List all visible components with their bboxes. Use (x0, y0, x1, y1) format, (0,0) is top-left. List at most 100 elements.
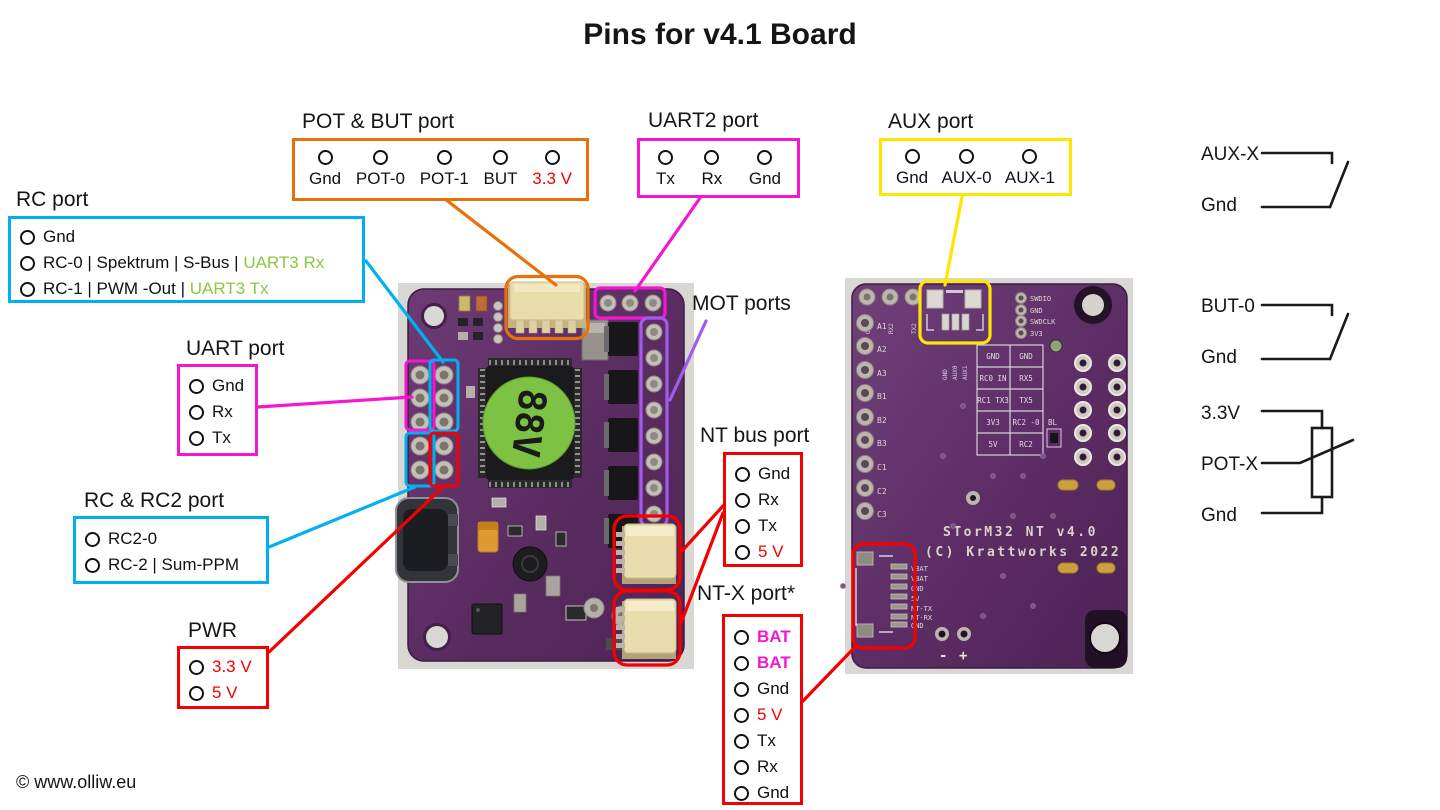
rc-port-box: Gnd RC-0 | Spektrum | S-Bus | UART3 Rx R… (8, 216, 365, 303)
pin-label: AUX-1 (1004, 168, 1055, 187)
pin-circle (735, 466, 750, 482)
pin: Gnd (309, 150, 341, 194)
silk-label: RC1 TX3 (977, 396, 1009, 405)
but-switch-top-wire (1260, 303, 1334, 317)
silk-label: C1 (877, 463, 887, 472)
silk-label: B2 (877, 416, 887, 425)
pin-circle (189, 378, 204, 394)
pin-label: RC-1 | PWM -Out | UART3 Tx (43, 276, 268, 302)
pwr-port-box: 3.3 V 5 V (177, 646, 269, 709)
pin-label: Tx (212, 428, 231, 447)
silk-label: 3V3 (986, 418, 1000, 427)
pin-row: Tx (735, 513, 791, 539)
silk-label: A3 (877, 369, 887, 378)
pin-circle (544, 150, 560, 165)
but-gnd-label: Gnd (1201, 347, 1237, 368)
pin-label: Gnd (748, 169, 781, 188)
silk-label: VBAT (911, 575, 929, 583)
pin-row: BAT (734, 624, 791, 650)
silk-label: GND (1019, 352, 1033, 361)
uart2-port-label: UART2 port (648, 109, 759, 132)
pin-circle (436, 150, 452, 165)
pin-label: Gnd (758, 464, 791, 483)
nt-x-port-box: BAT BAT Gnd 5 V Tx Rx Gnd (722, 614, 803, 805)
pin-label-main: RC-0 | Spektrum | S-Bus | (43, 253, 244, 272)
aux-switch-top-wire (1260, 151, 1334, 165)
pin-circle (904, 149, 920, 164)
pot-bottom-wire (1260, 495, 1324, 515)
pin-label: Rx (758, 490, 779, 509)
nt-x-highlight-box (851, 542, 917, 650)
bl-label: BL (1048, 418, 1058, 427)
pin-circle (20, 229, 35, 245)
silk-label: GND (911, 585, 924, 593)
rc-port-label: RC port (16, 188, 89, 211)
page-title: Pins for v4.1 Board (583, 18, 857, 51)
pin-row: RC-1 | PWM -Out | UART3 Tx (20, 276, 353, 302)
nt-connector-1 (616, 523, 677, 584)
pin-label: Tx (656, 169, 675, 188)
silk-label: VBAT (911, 565, 929, 573)
battery-pads: - + (935, 627, 971, 664)
left-pad-block (410, 365, 454, 480)
aux-x-label: AUX-X (1201, 144, 1259, 165)
pin: AUX-1 (1005, 149, 1055, 189)
pin-row: Tx (189, 425, 246, 451)
pin-circle (20, 281, 35, 297)
aux-gnd-label: Gnd (1201, 195, 1237, 216)
pin: Rx (701, 150, 722, 191)
silk-label: RX5 (1019, 374, 1033, 383)
pin-circle (189, 404, 204, 420)
pin-label: POT-0 (355, 169, 405, 188)
pin-circle (189, 685, 204, 701)
silk-label: RC2 -0 (1012, 418, 1040, 427)
motor-pad-column: A1 A2 A3 B1 B2 B3 C1 C2 C3 (856, 314, 887, 520)
pin-circle (657, 150, 673, 165)
pin-row: 5 V (734, 702, 791, 728)
pin-circle (20, 255, 35, 271)
pin-circle (317, 150, 333, 165)
mot-pads (645, 323, 663, 523)
pin-circle (959, 149, 975, 164)
pin-circle (493, 150, 509, 165)
silk-label: RC0 IN (979, 374, 1006, 383)
pin-row: Rx (734, 754, 791, 780)
silk-label: AUX0 (952, 365, 959, 380)
pin-circle (1022, 149, 1038, 164)
pin-row: 5 V (189, 680, 257, 706)
silk-label: GND (986, 352, 1000, 361)
silk-label: 3V3 (1030, 330, 1043, 338)
mcu-chip: 88V (478, 358, 582, 488)
pin-row: Gnd (20, 224, 353, 250)
aux-pads (926, 289, 984, 331)
pin-label: 5 V (212, 683, 238, 702)
silk-label: SWDCLK (1030, 318, 1056, 326)
usb-c-connector (395, 497, 459, 583)
aux-port-box: Gnd AUX-0 AUX-1 (879, 138, 1072, 196)
pin-row: Gnd (189, 373, 246, 399)
pin-label-alt: UART3 Rx (243, 253, 325, 272)
pin-row: Gnd (734, 676, 791, 702)
pin-circle (735, 544, 750, 560)
mot-ports-label: MOT ports (692, 292, 791, 315)
silk-label: B3 (877, 439, 887, 448)
pin-label: Gnd (757, 679, 790, 698)
mounting-hole (421, 303, 447, 329)
pot-wiper-wire (1260, 438, 1355, 465)
silk-label: NT-TX (911, 605, 933, 613)
pin: BUT (484, 150, 518, 194)
pin-row: Rx (189, 399, 246, 425)
pin-label: 5 V (757, 705, 783, 724)
pin-label: Tx (757, 731, 776, 750)
wiring-schematics: AUX-X Gnd BUT-0 Gnd 3.3V POT-X Gnd (1201, 144, 1355, 526)
via-dots (840, 403, 1056, 619)
silk-label: RX2 (888, 323, 895, 334)
but-0-label: BUT-0 (1201, 296, 1255, 317)
silk-label: B1 (877, 392, 887, 401)
pin-circle (85, 557, 100, 573)
aux-switch-blade (1328, 160, 1350, 209)
silk-label: RC2 (1019, 440, 1033, 449)
pin-label: POT-1 (419, 169, 469, 188)
silk-label: 5V (988, 440, 998, 449)
pot-top-wire (1260, 409, 1324, 430)
